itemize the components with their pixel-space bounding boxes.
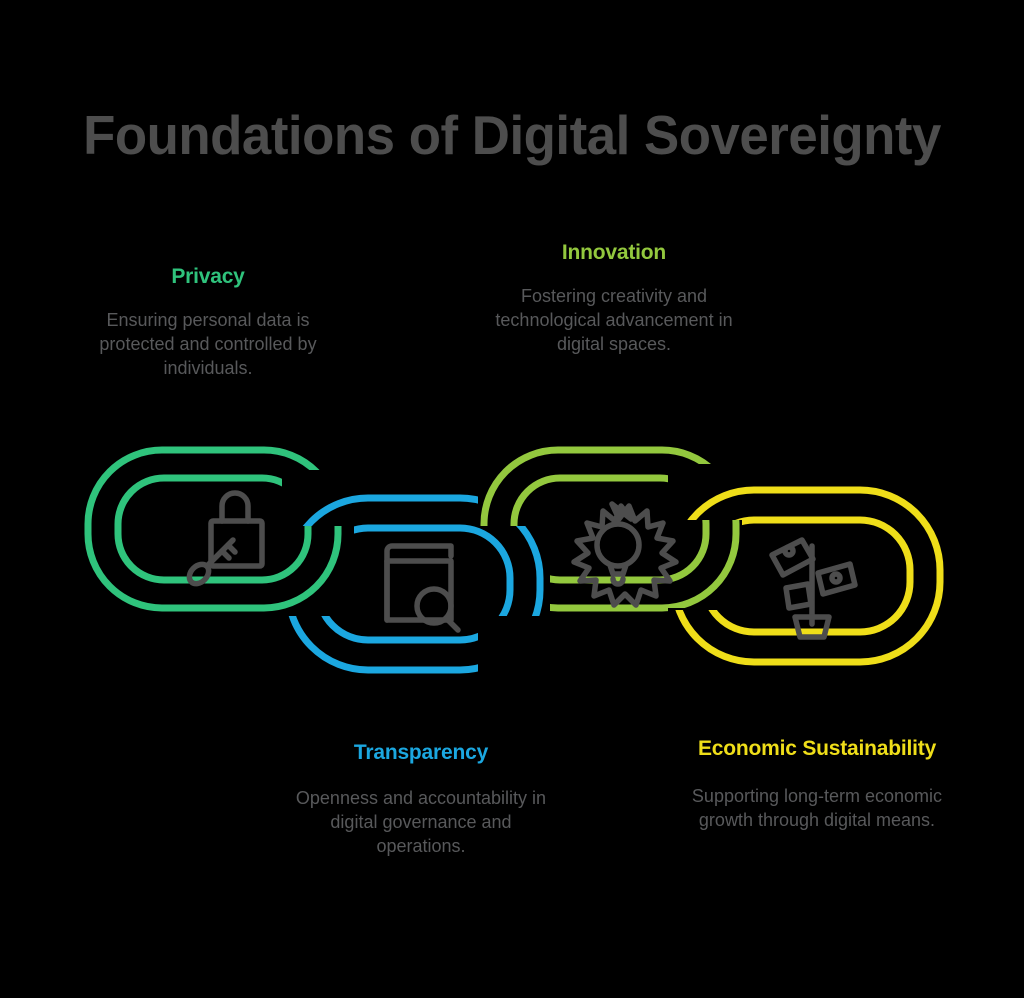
node-title-economic: Economic Sustainability xyxy=(697,737,937,760)
node-title-transparency: Transparency xyxy=(353,741,489,764)
link-inner-ring-economic xyxy=(700,516,914,636)
chain-link-innovation[interactable] xyxy=(480,446,740,612)
label-block-economic: Economic Sustainability Supporting long-… xyxy=(676,736,958,832)
money-plant-icon xyxy=(769,537,858,640)
link-outer-ring-innovation xyxy=(480,446,740,612)
label-block-innovation: Innovation Fostering creativity and tech… xyxy=(478,240,750,356)
link-inner-ring-innovation xyxy=(510,474,710,584)
link-outer-ring-economic xyxy=(670,486,944,666)
chain-link-economic[interactable] xyxy=(670,486,944,666)
node-title-privacy: Privacy xyxy=(171,265,245,288)
chain-link-transparency[interactable] xyxy=(284,494,544,674)
page-title: Foundations of Digital Sovereignty xyxy=(83,104,941,166)
gear-lightbulb-icon xyxy=(571,501,679,608)
link-inner-ring-transparency xyxy=(314,524,514,644)
label-block-privacy: Privacy Ensuring personal data is protec… xyxy=(85,264,331,380)
node-desc-innovation: Fostering creativity and technological a… xyxy=(495,286,733,354)
node-desc-transparency: Openness and accountability in digital g… xyxy=(295,788,547,856)
label-block-transparency: Transparency Openness and accountability… xyxy=(288,740,554,858)
link-outer-ring-privacy xyxy=(84,446,342,612)
node-desc-privacy: Ensuring personal data is protected and … xyxy=(99,310,317,378)
open-padlock-with-key-icon xyxy=(186,490,265,587)
node-desc-economic: Supporting long-term economic growth thr… xyxy=(691,786,943,830)
node-title-innovation: Innovation xyxy=(561,241,667,264)
document-magnifier-icon xyxy=(384,543,461,633)
link-outer-ring-transparency xyxy=(284,494,544,674)
